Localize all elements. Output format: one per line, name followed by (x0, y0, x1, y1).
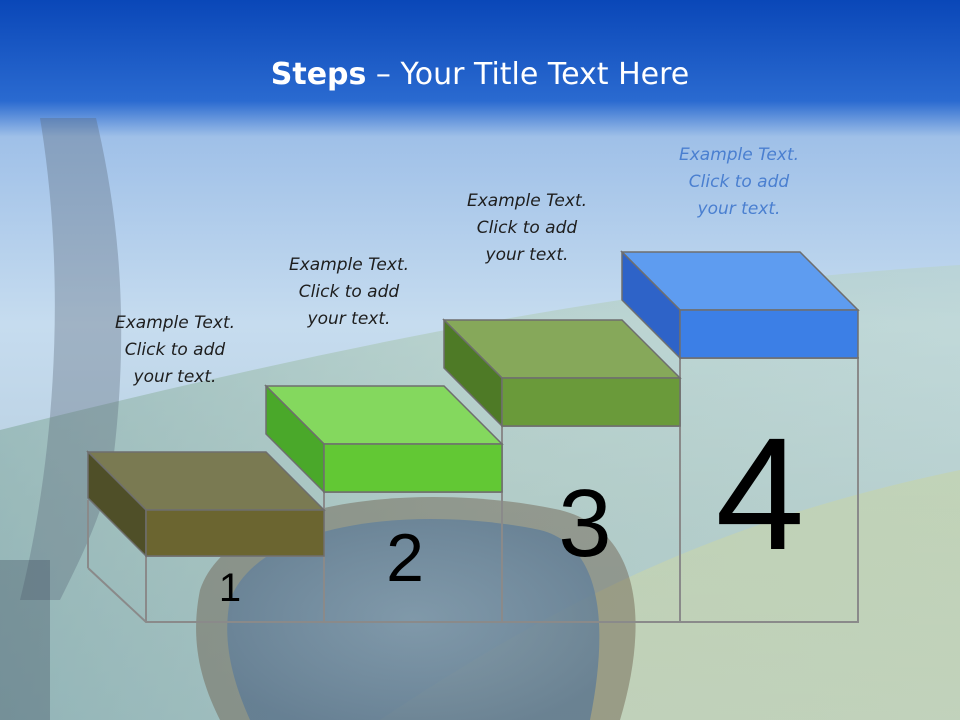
title-bold: Steps (270, 57, 367, 92)
step-caption-3[interactable]: Example Text. Click to add your text. (442, 188, 612, 269)
step-number-2: 2 (386, 520, 424, 596)
caption-line: Example Text. (114, 313, 236, 333)
step-block-4 (620, 250, 860, 360)
caption-line: Example Text. (678, 145, 800, 165)
caption-line: Example Text. (288, 255, 410, 275)
step-number-3: 3 (558, 470, 612, 577)
page-title: Steps – Your Title Text Here (0, 40, 960, 110)
step-caption-4[interactable]: Example Text. Click to add your text. (654, 142, 824, 223)
step-number-1: 1 (218, 566, 242, 610)
step-caption-2[interactable]: Example Text. Click to add your text. (264, 252, 434, 333)
caption-line: your text. (485, 245, 569, 265)
step-number-4: 4 (715, 404, 805, 583)
step-block-front (323, 443, 503, 493)
step-block-2 (264, 384, 504, 494)
caption-line: Click to add (124, 340, 226, 360)
caption-line: Click to add (476, 218, 578, 238)
step-caption-1[interactable]: Example Text. Click to add your text. (90, 310, 260, 391)
caption-line: your text. (307, 309, 391, 329)
caption-line: your text. (133, 367, 217, 387)
step-block-front (501, 377, 681, 427)
step-block-3 (442, 318, 682, 428)
step-block-1 (86, 450, 326, 558)
caption-line: your text. (697, 199, 781, 219)
step-block-front (679, 309, 859, 359)
caption-line: Click to add (298, 282, 400, 302)
title-rest: – Your Title Text Here (366, 57, 690, 92)
step-block-front (145, 509, 325, 557)
caption-line: Click to add (688, 172, 790, 192)
caption-line: Example Text. (466, 191, 588, 211)
